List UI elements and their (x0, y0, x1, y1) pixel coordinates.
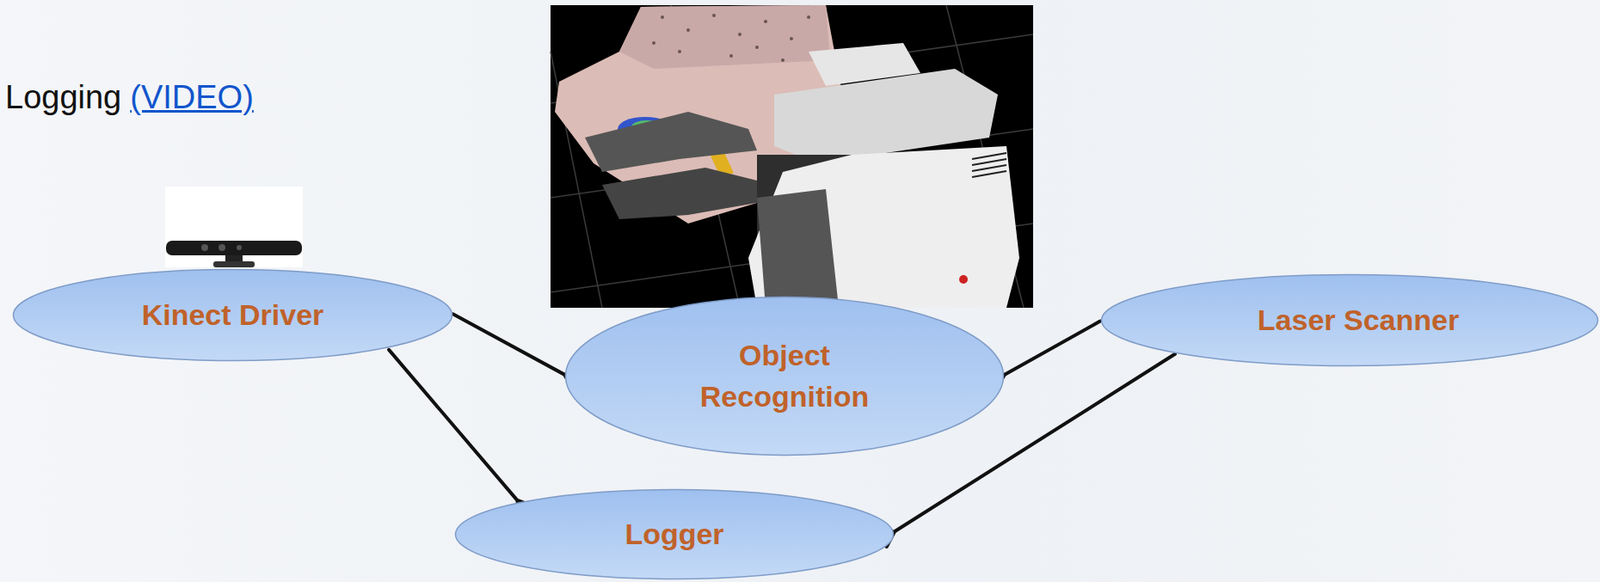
slide-title: Logging (5, 79, 122, 116)
node-label: Logger (624, 514, 724, 556)
video-link: (VIDEO) (129, 79, 254, 116)
data-flow-arrow (453, 313, 582, 389)
ellipse-shape (1101, 275, 1599, 367)
node-label: Kinect Driver (141, 295, 325, 337)
component-ellipse: Object Recognition (564, 295, 1005, 457)
ellipse-shape (455, 490, 894, 580)
ellipse-shape (13, 270, 453, 362)
ellipse-shape (566, 297, 1004, 456)
component-ellipse: Kinect Driver (12, 268, 454, 363)
node-label: Laser Scanner (1257, 300, 1459, 342)
kinect-picture (165, 186, 303, 268)
title-row: Logging(VIDEO) (5, 79, 254, 117)
robot-visualization (550, 5, 1034, 308)
node-label: Object Recognition (655, 335, 914, 418)
ellipse-outline (564, 295, 1005, 457)
component-ellipse: Laser Scanner (1100, 273, 1600, 368)
data-flow-arrow (388, 350, 534, 518)
data-flow-arrow (987, 321, 1101, 390)
component-ellipse: Logger (454, 488, 895, 581)
